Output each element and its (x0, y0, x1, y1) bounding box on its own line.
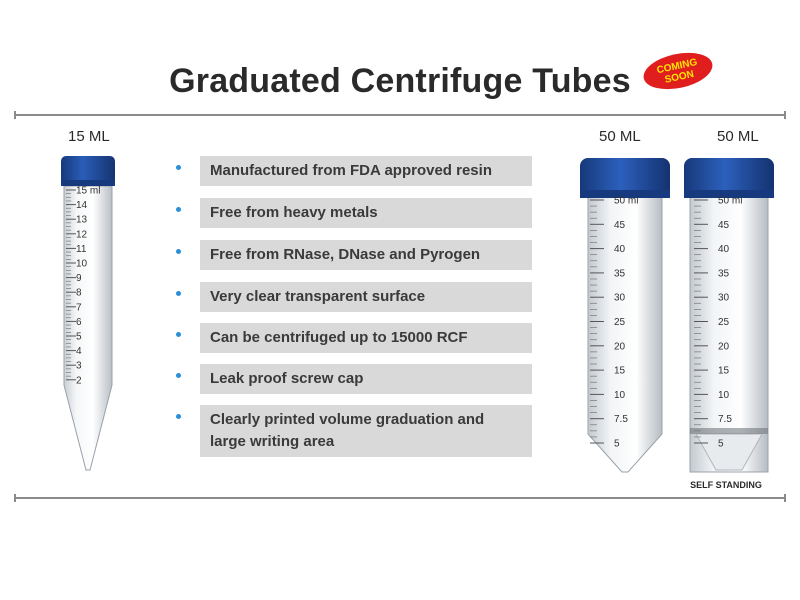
graduation-label: 11 (76, 244, 87, 255)
self-standing-label: SELF STANDING (690, 480, 762, 490)
graduation-label: 7 (76, 302, 82, 313)
graduation-label: 15 (614, 366, 626, 377)
graduation-label: 4 (76, 346, 82, 357)
graduation-label: 14 (76, 200, 88, 211)
bottom-divider (14, 494, 786, 502)
graduation-label: 40 (614, 244, 626, 255)
feature-text: Free from RNase, DNase and Pyrogen (200, 240, 532, 270)
feature-text: Free from heavy metals (200, 198, 532, 228)
graduation-label: 35 (718, 268, 730, 279)
bullet-icon (176, 165, 181, 170)
graduation-label: 7.5 (718, 414, 732, 425)
graduation-label: 5 (718, 439, 724, 450)
graduation-label: 2 (76, 375, 82, 386)
graduation-label: 50 ml (718, 196, 742, 207)
tube-50ml-self-standing-illustration: 50 ml 45 40 35 30 25 20 15 10 7.5 5 (684, 158, 774, 473)
tube-50ml-conical-illustration: 50 ml 45 40 35 30 25 20 15 10 7.5 5 (580, 158, 670, 473)
tube-label-50ml: 50 ML (599, 128, 641, 145)
graduation-label: 7.5 (614, 414, 628, 425)
graduation-label: 10 (76, 259, 88, 270)
graduation-label: 9 (76, 273, 82, 284)
bullet-icon (176, 249, 181, 254)
graduation-label: 15 ml (76, 186, 100, 197)
feature-text: Can be centrifuged up to 15000 RCF (200, 323, 532, 353)
graduation-label: 12 (76, 229, 88, 240)
graduation-label: 5 (614, 439, 620, 450)
graduation-label: 45 (718, 220, 730, 231)
feature-text: Very clear transparent surface (200, 282, 532, 312)
page-title: Graduated Centrifuge Tubes (169, 62, 631, 100)
graduation-label: 35 (614, 268, 626, 279)
graduation-label: 50 ml (614, 196, 638, 207)
top-divider (14, 111, 786, 119)
graduation-label: 40 (718, 244, 730, 255)
graduation-label: 20 (718, 341, 730, 352)
graduation-label: 8 (76, 288, 82, 299)
coming-soon-badge: COMING SOON (643, 52, 713, 90)
bullet-icon (176, 373, 181, 378)
graduation-label: 3 (76, 361, 82, 372)
feature-text: Clearly printed volume graduation and la… (200, 405, 532, 457)
feature-text: Leak proof screw cap (200, 364, 532, 394)
graduation-label: 5 (76, 332, 82, 343)
bullet-icon (176, 332, 181, 337)
graduation-label: 10 (614, 390, 626, 401)
graduation-label: 6 (76, 317, 82, 328)
graduation-label: 10 (718, 390, 730, 401)
tube-label-15ml: 15 ML (68, 128, 110, 145)
graduation-label: 13 (76, 215, 88, 226)
graduation-label: 15 (718, 366, 730, 377)
tube-15ml-illustration: 15 ml 14 13 12 11 10 9 8 7 6 5 4 3 2 (61, 156, 115, 471)
graduation-label: 25 (718, 317, 730, 328)
graduation-label: 20 (614, 341, 626, 352)
bullet-icon (176, 414, 181, 419)
bullet-icon (176, 291, 181, 296)
graduation-label: 25 (614, 317, 626, 328)
tube-label-50ml-self-standing: 50 ML (717, 128, 759, 145)
graduation-label: 30 (614, 293, 626, 304)
graduation-label: 30 (718, 293, 730, 304)
feature-text: Manufactured from FDA approved resin (200, 156, 532, 186)
graduation-label: 45 (614, 220, 626, 231)
bullet-icon (176, 207, 181, 212)
